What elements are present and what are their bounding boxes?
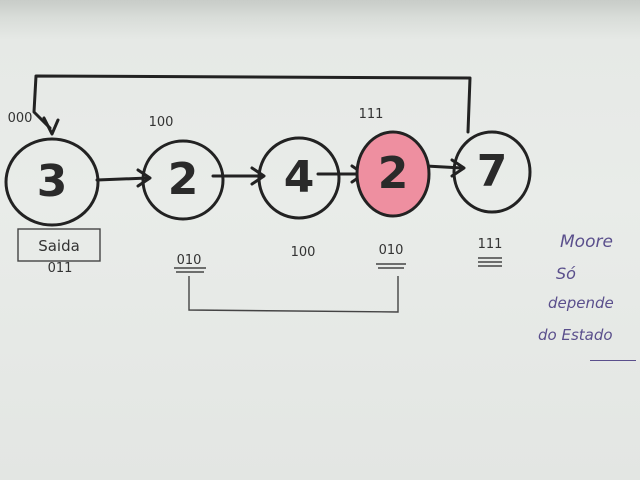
- state-label: 2: [378, 148, 409, 199]
- state-top-code: 100: [149, 115, 174, 130]
- state-label: 4: [284, 152, 315, 203]
- state-circle: [141, 139, 225, 221]
- note-underline: [590, 360, 636, 361]
- state-circle: [452, 130, 532, 214]
- state-node-2: 2 100 010: [141, 115, 225, 268]
- equivalence-bracket: [188, 276, 399, 313]
- output-label-box: [17, 228, 101, 262]
- state-output-code: 100: [291, 245, 316, 260]
- feedback-loop-arrowhead: [42, 116, 60, 136]
- double-underlines: [174, 257, 502, 273]
- state-label: 7: [477, 146, 508, 197]
- state-node-3: 4 100: [257, 136, 341, 260]
- note-line-4: do Estado: [538, 326, 613, 344]
- state-output-code: 010: [379, 243, 404, 258]
- note-line-3: depende: [548, 294, 614, 312]
- state-top-code: 111: [359, 107, 384, 122]
- state-circle: [355, 130, 431, 218]
- state-circle: [257, 136, 341, 220]
- state-output-code: 111: [478, 237, 503, 252]
- state-label: 2: [168, 154, 199, 205]
- state-output-label: Saida: [38, 237, 80, 255]
- note-line-2: Só: [556, 264, 576, 283]
- state-output-code: 011: [48, 261, 73, 276]
- feedback-loop-arrow: [32, 74, 472, 134]
- state-output-code: 010: [177, 253, 202, 268]
- state-node-5: 7 111: [452, 130, 532, 252]
- state-circle: [4, 137, 100, 227]
- note-line-1: Moore: [560, 232, 613, 252]
- state-node-4: 2 111 010: [355, 107, 431, 258]
- state-label: 3: [37, 156, 68, 207]
- state-top-code: 000: [8, 111, 33, 126]
